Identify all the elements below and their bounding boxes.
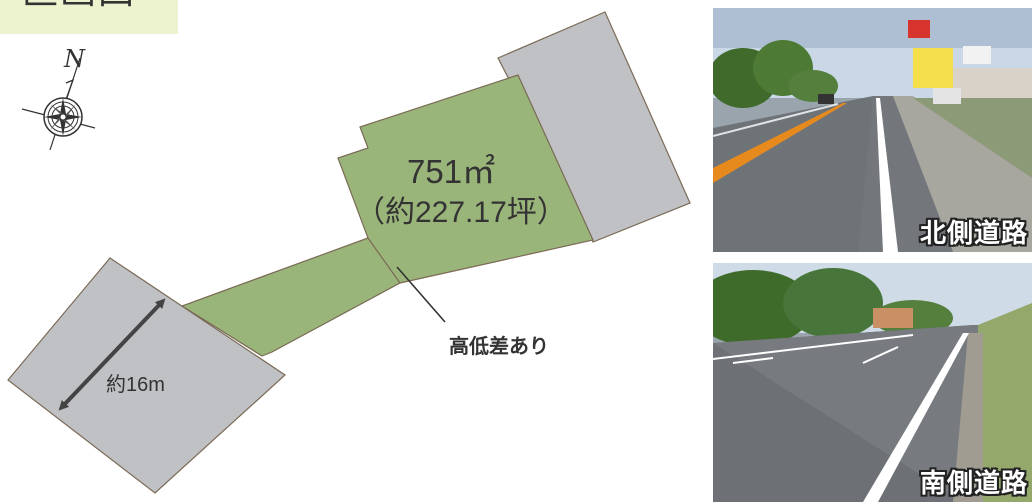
elevation-note-label: 高低差あり <box>449 334 549 358</box>
south-road-photo-label: 南側道路 <box>919 469 1028 499</box>
compass-icon: N <box>21 45 96 151</box>
road-width-arrow <box>58 298 166 411</box>
lot-area-tsubo: （約227.17坪） <box>355 196 567 229</box>
north-road-photo-image <box>713 8 1032 252</box>
elevation-boundary <box>367 237 401 284</box>
compass-north-label: N <box>63 45 86 73</box>
site-plan-map: 751㎡ （約227.17坪） 約16m 高低差あり N <box>7 11 691 494</box>
lot-parcel <box>180 74 594 357</box>
lot-area-value: 751㎡ <box>407 153 495 190</box>
south-road-photo-image <box>713 263 1032 502</box>
north-road-photo-label: 北側道路 <box>919 219 1028 249</box>
page-title: 区画図 <box>22 0 136 10</box>
north-road-photo: 北側道路 <box>713 8 1032 252</box>
south-road-photo: 南側道路 <box>713 263 1032 502</box>
lot-area-unit: ㎡ <box>462 153 495 190</box>
title-banner: 区画図 <box>0 0 178 34</box>
elevation-leader-line <box>396 266 446 323</box>
road-width-label: 約16m <box>106 373 165 396</box>
